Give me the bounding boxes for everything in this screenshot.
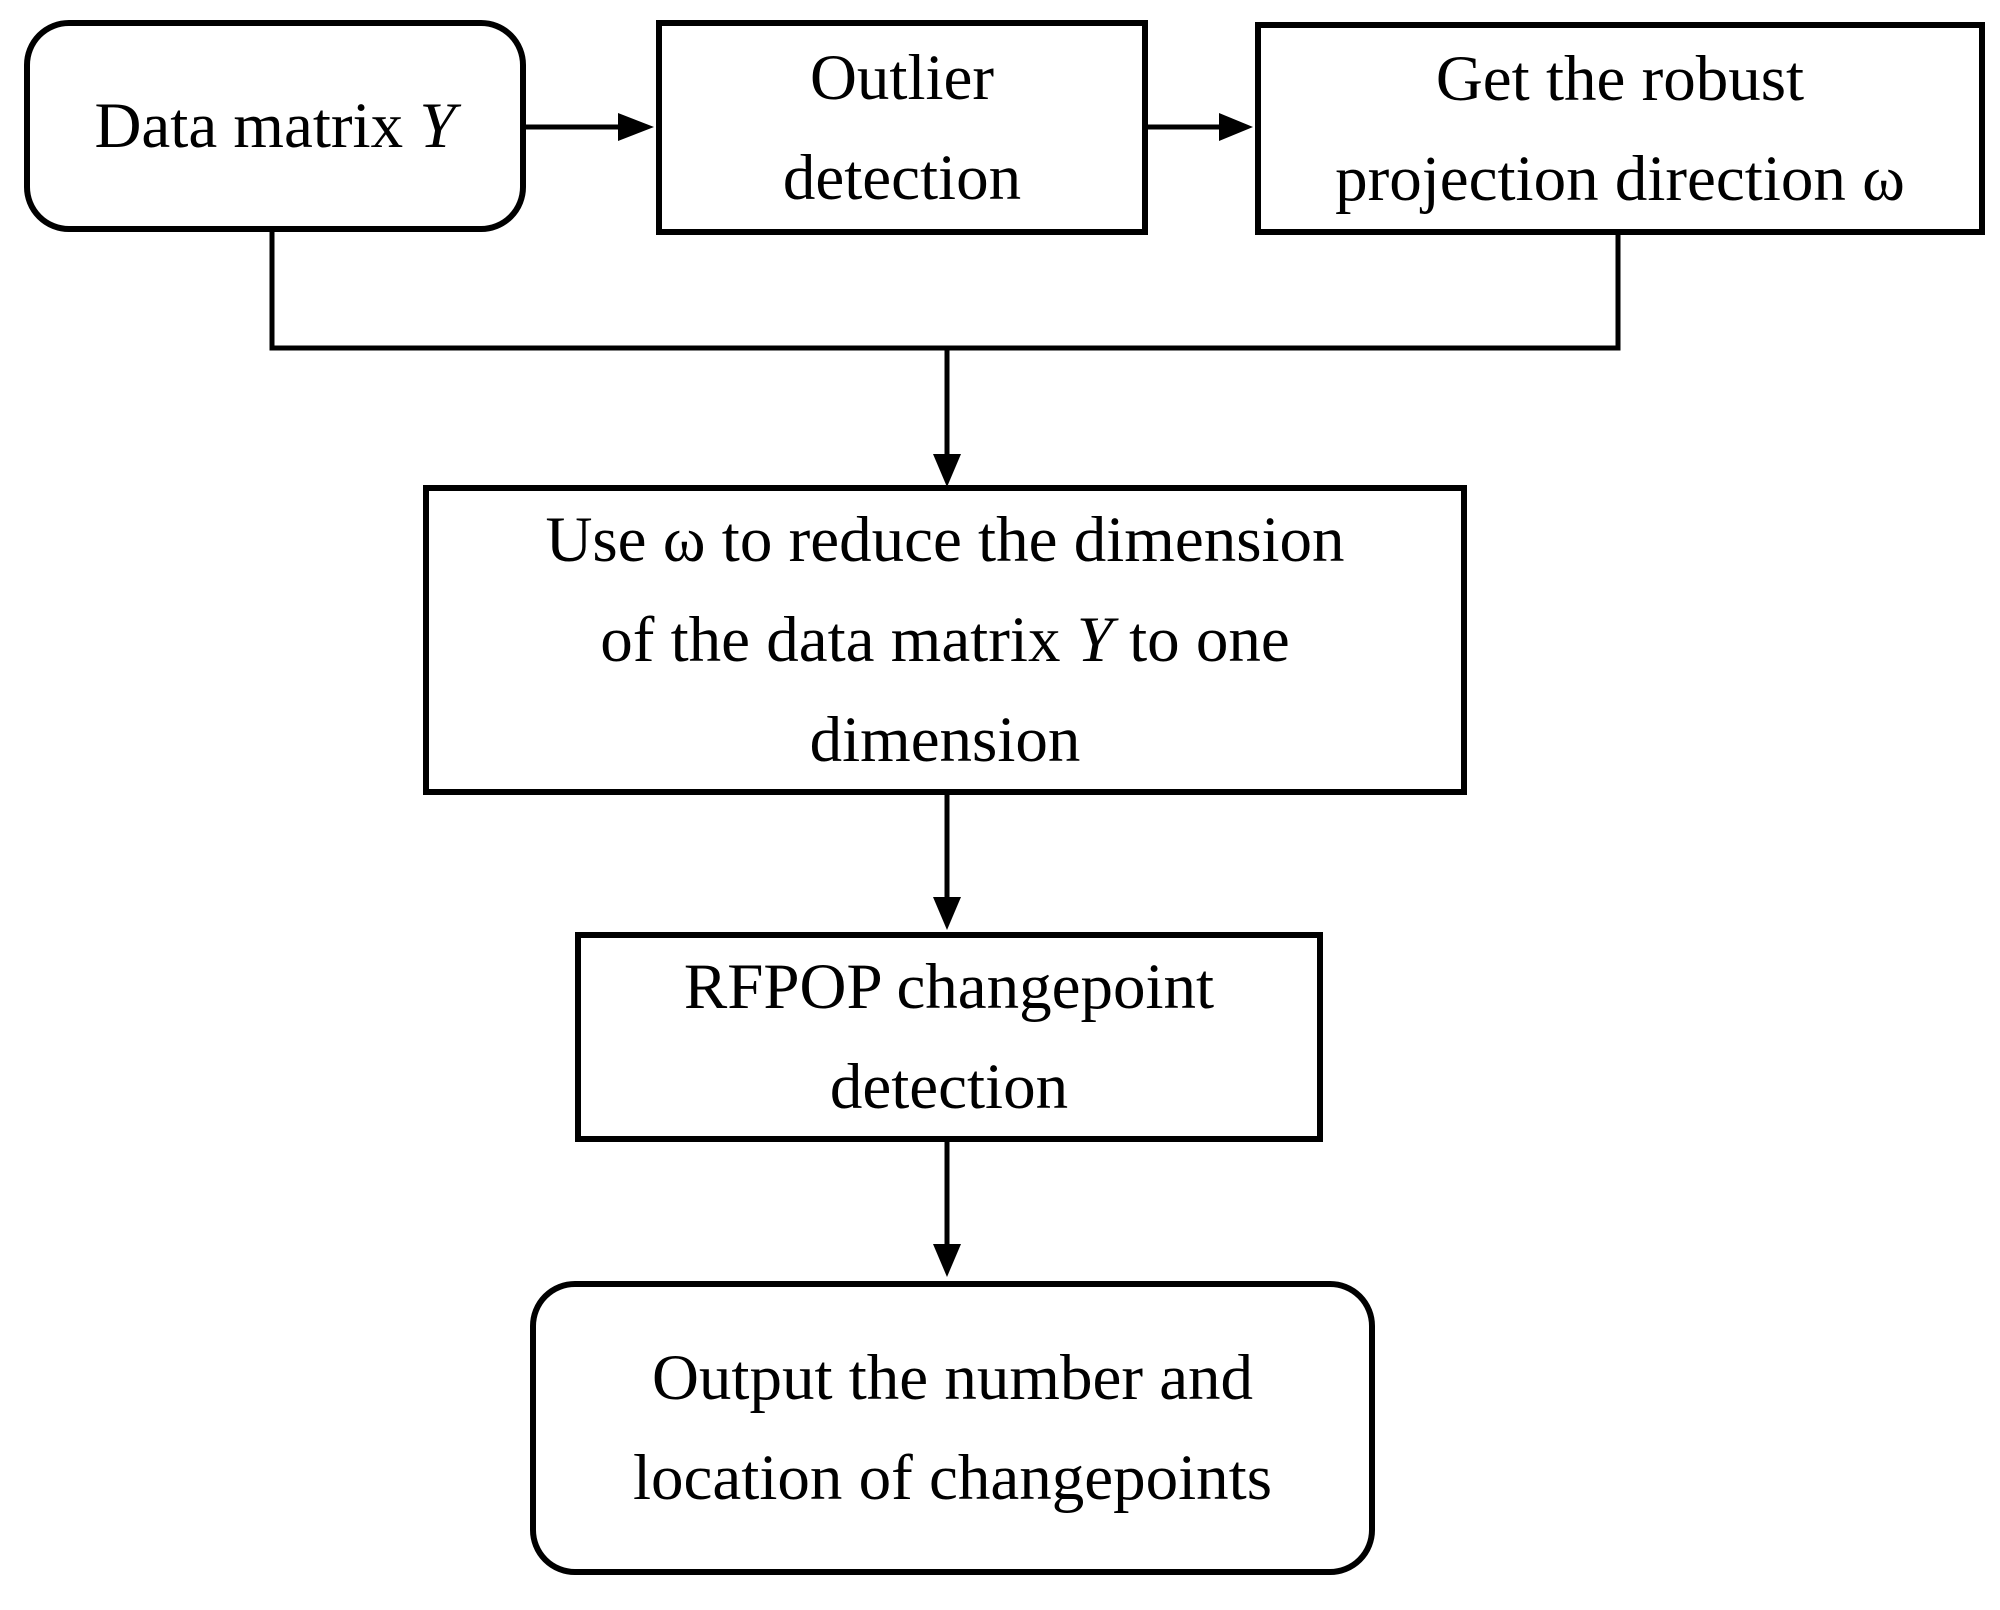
node-outlier-detection-line1: Outlier xyxy=(809,41,995,114)
arrow-datamatrix-to-outlier-head xyxy=(618,113,654,141)
arrow-outlier-to-projection-head xyxy=(1219,113,1253,141)
node-data-matrix: Data matrix Y xyxy=(24,20,526,232)
node-output-line2: location of changepoints xyxy=(633,1442,1272,1514)
merge-connector xyxy=(269,230,1621,351)
node-reduce-dimension-line3: dimension xyxy=(809,704,1081,776)
node-data-matrix-text: Data matrix xyxy=(94,90,420,162)
node-reduce-dimension-line2-suffix: to one xyxy=(1112,604,1290,676)
node-data-matrix-variable-y: Y xyxy=(419,90,456,162)
node-output-line1: Output the number and xyxy=(651,1342,1254,1414)
node-data-matrix-label: Data matrix Y xyxy=(94,76,455,176)
node-reduce-dimension-line2: of the data matrix Y to one xyxy=(600,590,1290,690)
arrow-rfpop-to-output-head xyxy=(933,1244,961,1277)
node-robust-projection-line1: Get the robust xyxy=(1435,42,1805,115)
node-reduce-dimension-line1: Use ω to reduce the dimension xyxy=(545,504,1345,576)
arrow-reduce-to-rfpop-head xyxy=(933,897,961,930)
node-outlier-detection-line2: detection xyxy=(782,141,1022,214)
node-robust-projection-line2: projection direction ω xyxy=(1335,142,1905,215)
node-reduce-dimension-variable-y: Y xyxy=(1076,604,1113,676)
node-outlier-detection: Outlier detection xyxy=(656,20,1148,235)
node-rfpop-line1: RFPOP changepoint xyxy=(683,951,1215,1023)
arrow-bus-to-reduce-head xyxy=(933,454,961,487)
node-rfpop-changepoint: RFPOP changepoint detection xyxy=(575,932,1323,1142)
node-rfpop-line2: detection xyxy=(829,1051,1069,1123)
node-reduce-dimension: Use ω to reduce the dimension of the dat… xyxy=(423,485,1467,795)
node-reduce-dimension-line2-prefix: of the data matrix xyxy=(600,604,1077,676)
node-robust-projection-direction: Get the robust projection direction ω xyxy=(1255,22,1985,235)
node-output-changepoints: Output the number and location of change… xyxy=(530,1281,1375,1575)
